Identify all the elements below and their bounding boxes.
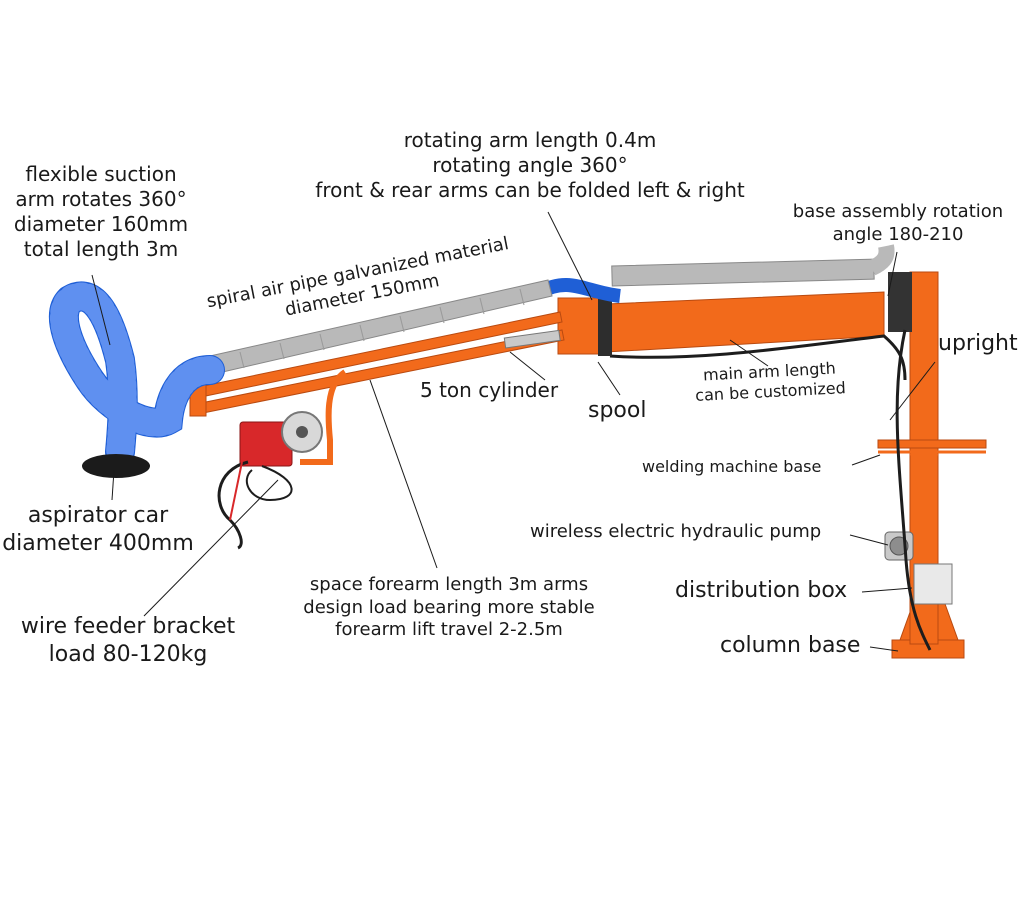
cylinder-label: 5 ton cylinder: [420, 378, 559, 402]
rotating-arm-line-1: rotating arm length 0.4m: [403, 128, 657, 152]
main-arm-cable: [609, 334, 907, 381]
pipe-elbow-top: [868, 244, 895, 276]
base-rotation-line-1: base assembly rotation: [792, 201, 1004, 222]
base-rotation-line-2: angle 180-210: [832, 223, 964, 245]
aspirator-hood: [82, 454, 150, 478]
hose-ribbing: [49, 282, 224, 466]
forearm-label: space forearm length 3m arms design load…: [270, 574, 628, 642]
leader-lines: [91, 211, 936, 652]
flexible-arm-line-3: diameter 160mm: [13, 212, 189, 236]
rotating-arm-line-3: front & rear arms can be folded left & r…: [315, 178, 745, 202]
aspirator-label: aspirator car diameter 400mm: [0, 502, 196, 557]
forearm-pipe-texture: [239, 288, 525, 369]
wire-feeder-line-1: wire feeder bracket: [20, 614, 236, 639]
welding-base-shelf: [877, 439, 987, 449]
forearm-line-1: space forearm length 3m arms: [309, 574, 589, 595]
wire-spool-hub: [296, 426, 308, 438]
flexible-arm-line-1: flexible suction: [25, 162, 177, 186]
torch-cable-red: [229, 461, 243, 521]
feeder-bracket: [300, 369, 347, 465]
forearm-line-3: forearm lift travel 2-2.5m: [335, 619, 563, 640]
column-top-bracket: [888, 272, 912, 332]
wire-feeder-line-2: load 80-120kg: [48, 641, 208, 667]
flexible-arm-line-2: arm rotates 360°: [15, 187, 187, 211]
welding-base-support: [910, 454, 938, 500]
torch-cable-loop: [245, 465, 293, 502]
flexible-arm-label: flexible suction arm rotates 360° diamet…: [8, 162, 194, 262]
hydraulic-cylinder: [503, 329, 561, 349]
base-rotation-label: base assembly rotation angle 180-210: [778, 201, 1018, 246]
aspirator-line-1: aspirator car: [27, 503, 169, 528]
main-arm-beam: [605, 291, 885, 353]
distribution-box-shape: [913, 563, 953, 605]
distribution-box-label: distribution box: [675, 578, 848, 603]
upright-label: upright: [938, 331, 1018, 356]
rotating-joint-plate: [598, 292, 612, 356]
wire-feeder-label: wire feeder bracket load 80-120kg: [10, 613, 246, 668]
main-arm-spiral-pipe: [611, 258, 875, 287]
hydraulic-pump-label: wireless electric hydraulic pump: [530, 521, 822, 542]
column-base-label: column base: [720, 633, 861, 658]
spool-label: spool: [588, 398, 647, 423]
aspirator-line-2: diameter 400mm: [2, 530, 194, 556]
rotating-arm-line-2: rotating angle 360°: [432, 153, 628, 177]
welding-base-label: welding machine base: [642, 457, 822, 476]
column-cable: [895, 329, 932, 651]
flexible-arm-line-4: total length 3m: [23, 237, 179, 261]
rotating-arm-label: rotating arm length 0.4m rotating angle …: [300, 128, 760, 203]
forearm-line-2: design load bearing more stable: [303, 596, 595, 618]
